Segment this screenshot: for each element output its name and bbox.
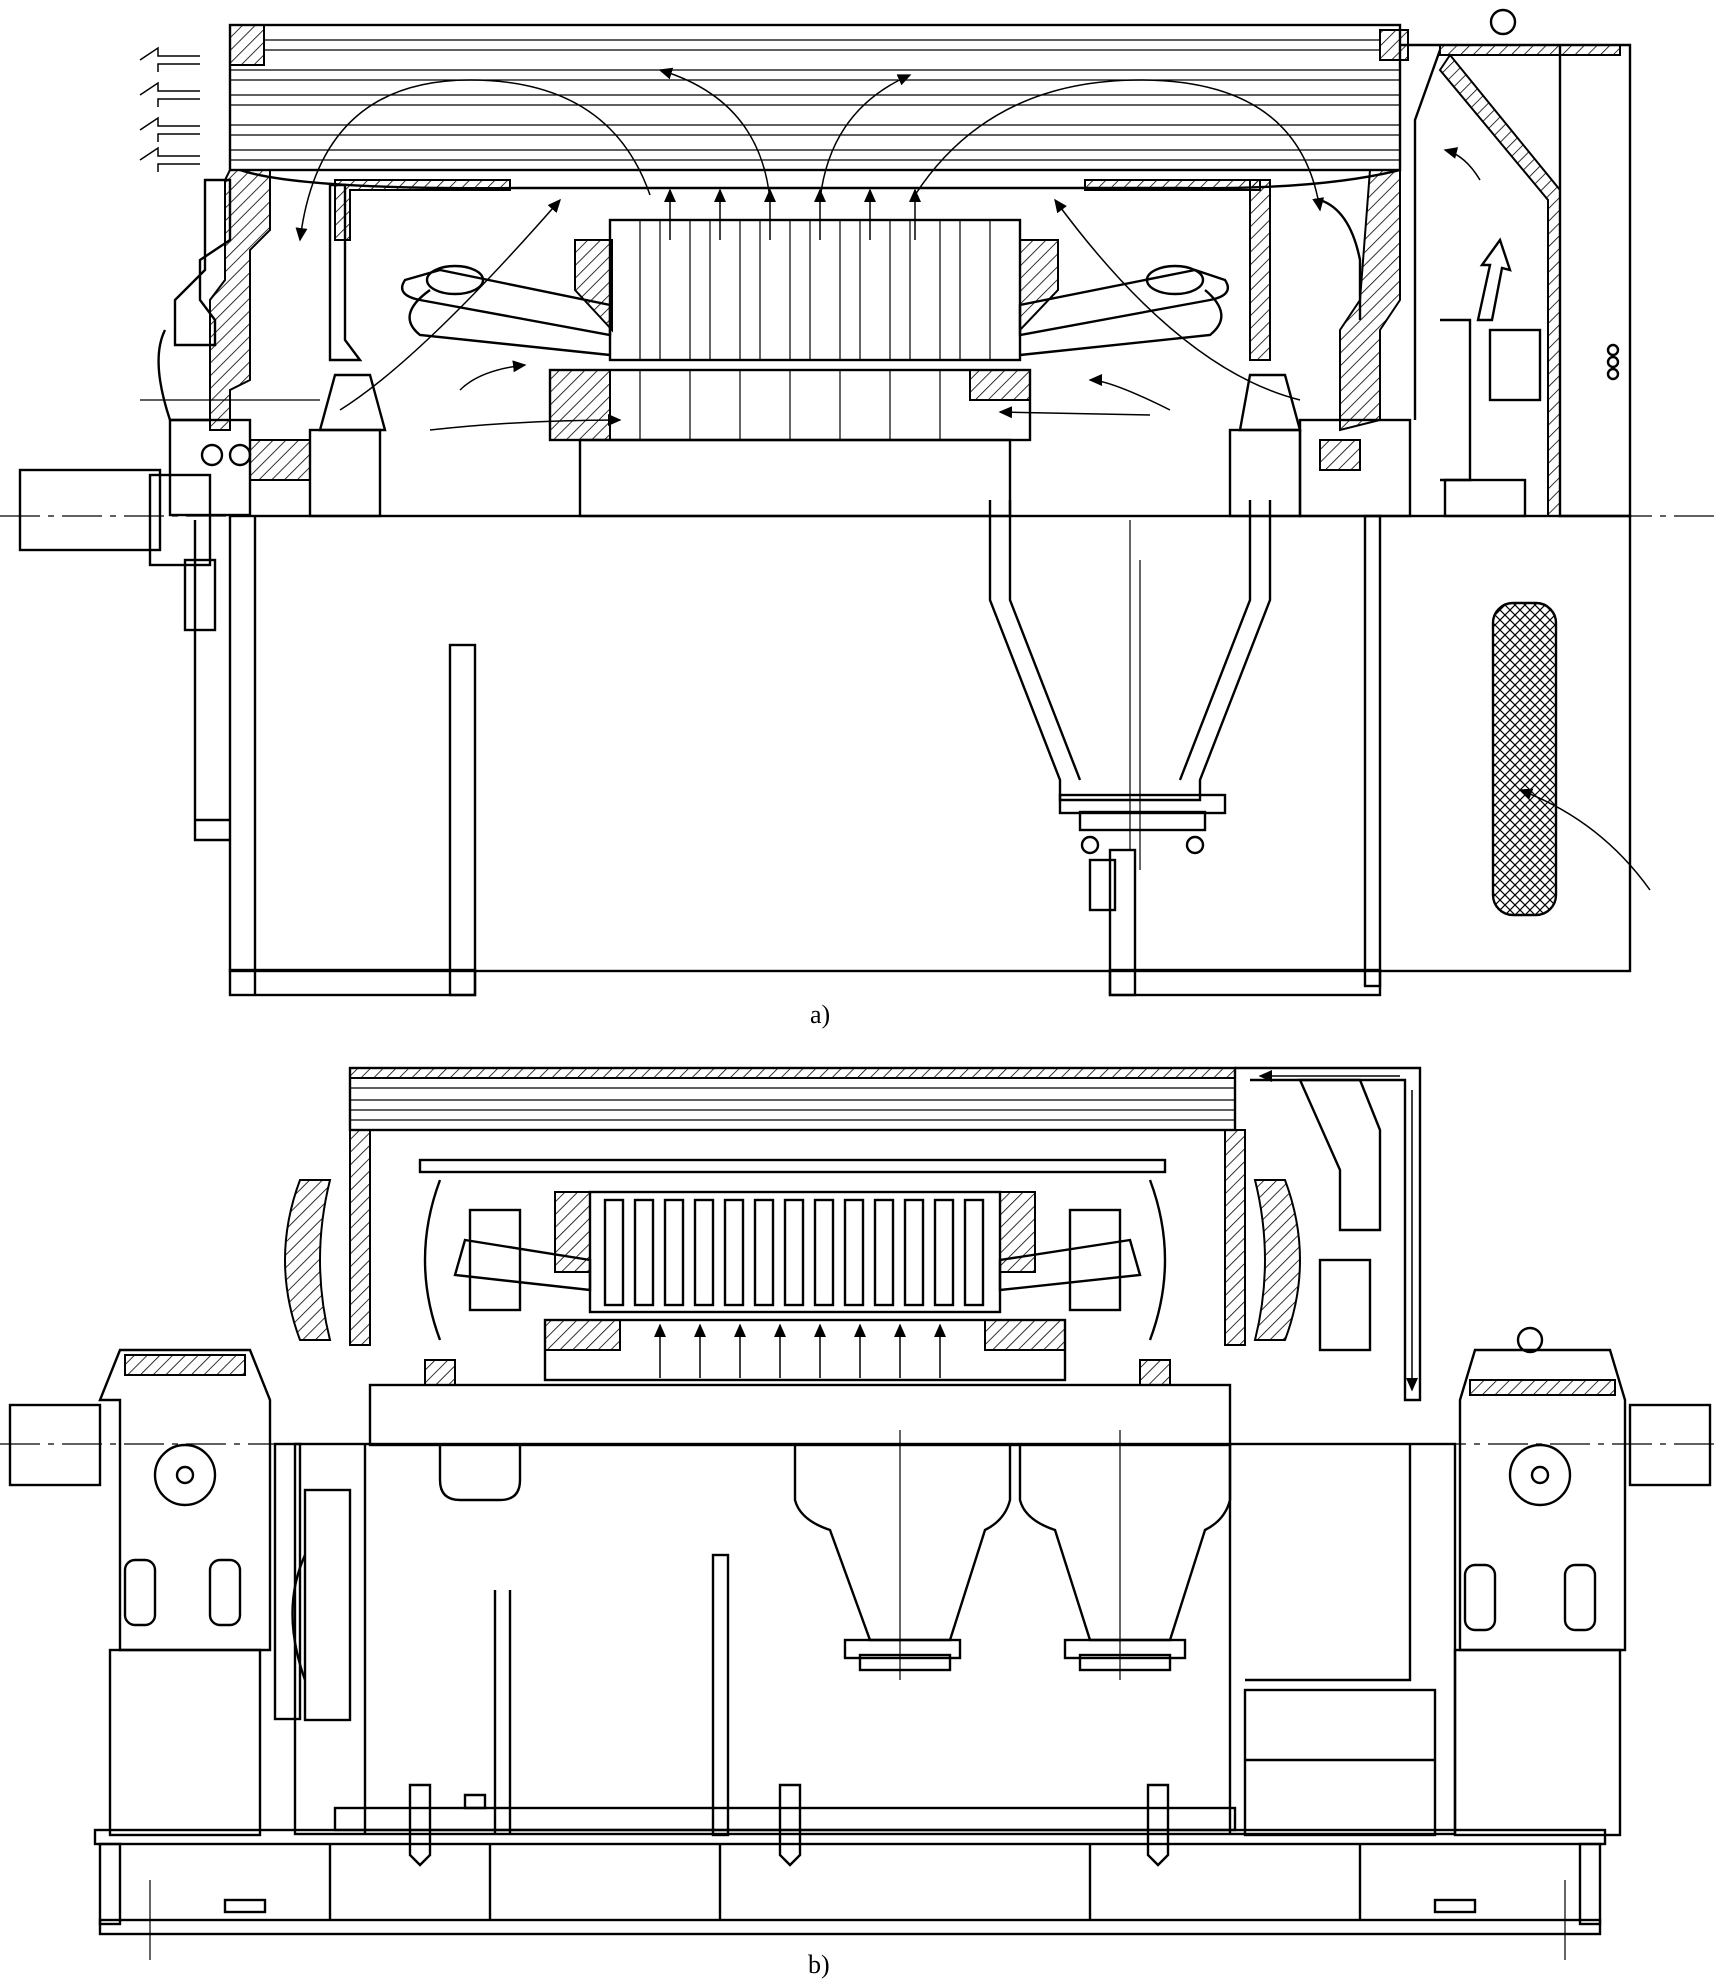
right-shaft-end-b [1628,1403,1712,1487]
stator-core [574,218,1059,362]
air-outlet-arrows [139,46,200,172]
right-air-duct [1400,8,1632,518]
view-a-base-frame [193,514,1632,997]
view-a-upper-section [0,8,1719,997]
figure-b-caption: b) [808,1950,830,1979]
left-shaft-end-b [8,1403,102,1487]
stator-core-b [554,1190,1036,1314]
end-windings [400,264,1230,357]
air-return-duct [1235,1066,1422,1402]
airflow-arrows [295,67,1481,431]
foundation-rails [93,1783,1607,1960]
air-filter [1491,601,1651,917]
left-shaft-end [18,468,162,552]
rotor-core-b [543,1318,1067,1382]
inlet-cones-b [793,1430,1232,1680]
rotor-core [548,368,1032,442]
figure-a-caption: a) [810,1000,831,1029]
inlet-cone-a [988,500,1272,912]
view-b-lower-section [0,1066,1719,1960]
right-bearing-pedestal [1453,1326,1627,1837]
left-bearing-pedestal [98,1348,272,1837]
